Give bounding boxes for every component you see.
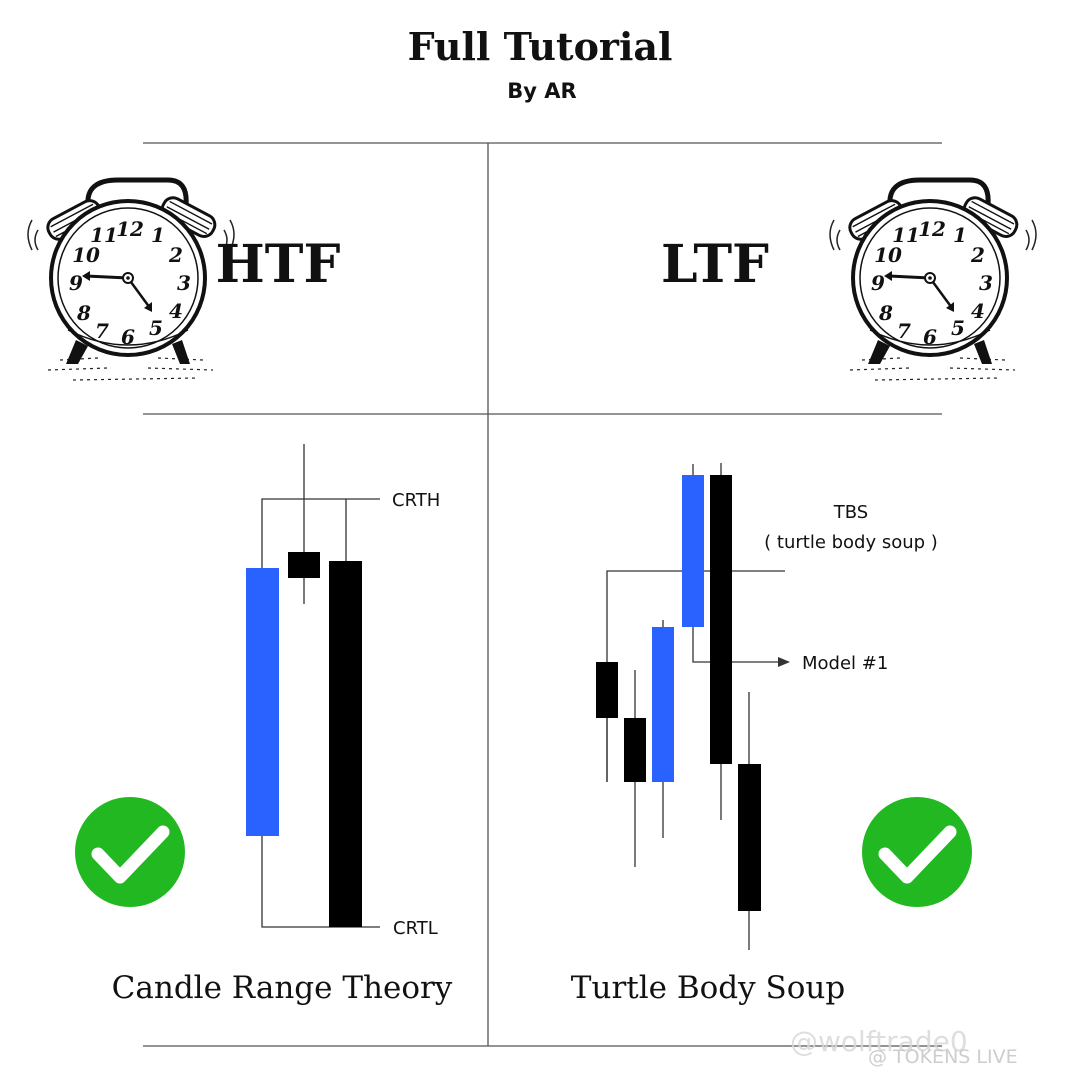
checkmark-icon — [75, 797, 185, 907]
grid-lines — [143, 142, 942, 1047]
tbs-candle-5 — [710, 475, 732, 764]
ltf-label: LTF — [661, 234, 769, 295]
model-arrow-head — [778, 657, 790, 667]
tbs-candle-6 — [738, 764, 761, 911]
tbs-candle-2 — [624, 718, 646, 782]
crth-range-line — [261, 498, 380, 568]
htf-label: HTF — [216, 234, 341, 295]
right-caption: Turtle Body Soup — [571, 970, 845, 1006]
crtl-label: CRTL — [393, 918, 438, 939]
brand-watermark: @ TOKENS LIVE — [868, 1046, 1018, 1068]
crt-candle-1 — [246, 568, 279, 836]
model-arrow-line — [692, 627, 778, 663]
tbs-candle-4 — [682, 475, 704, 627]
tbs-label: TBS — [833, 502, 868, 523]
crt-diagram: CRTH CRTL — [246, 444, 440, 939]
page-title: Full Tutorial — [408, 24, 673, 69]
crth-label: CRTH — [392, 490, 440, 511]
crt-candle-2 — [288, 552, 320, 578]
crt-candle-3 — [329, 561, 362, 927]
tbs-diagram: TBS ( turtle body soup ) Model #1 — [596, 463, 938, 950]
tbs-candle-3 — [652, 627, 674, 782]
checkmark-icon — [862, 797, 972, 907]
byline: By AR — [507, 79, 576, 103]
tbs-candle-1 — [596, 662, 618, 718]
alarm-clock-icon — [830, 180, 1036, 380]
user-watermark: @wolftrade0 — [790, 1025, 968, 1058]
alarm-clock-icon — [28, 180, 234, 380]
left-caption: Candle Range Theory — [112, 970, 453, 1006]
model-label: Model #1 — [802, 653, 888, 674]
tbs-sub-label: ( turtle body soup ) — [764, 532, 938, 553]
crtl-range-line — [261, 836, 380, 928]
